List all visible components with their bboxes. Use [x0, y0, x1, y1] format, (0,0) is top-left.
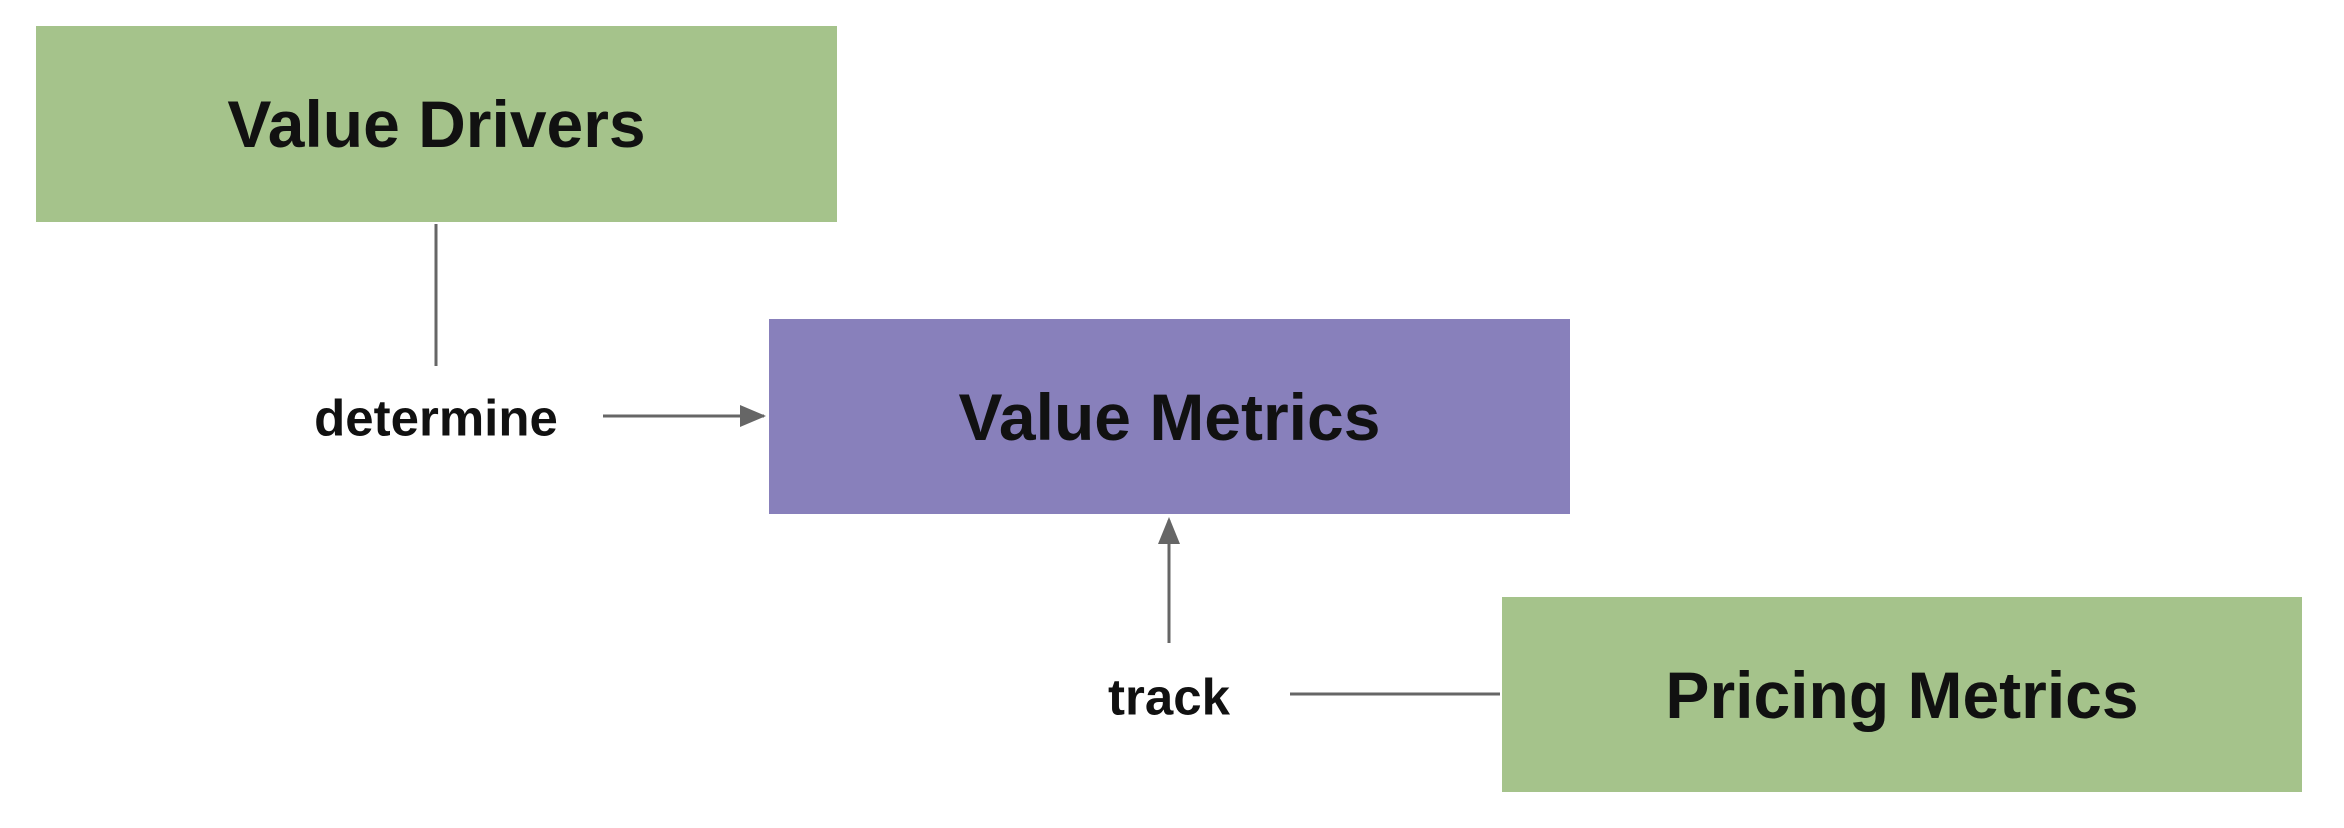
node-value-drivers: Value Drivers — [36, 26, 837, 222]
arrowhead-track — [1158, 517, 1180, 544]
node-pricing-metrics: Pricing Metrics — [1502, 597, 2302, 792]
arrowhead-determine — [740, 405, 766, 427]
node-value-metrics: Value Metrics — [769, 319, 1570, 514]
edge-label-determine: determine — [314, 389, 558, 447]
node-value-metrics-label: Value Metrics — [958, 379, 1381, 454]
edge-label-track: track — [1108, 668, 1230, 726]
node-value-drivers-label: Value Drivers — [227, 87, 646, 161]
node-pricing-metrics-label: Pricing Metrics — [1665, 657, 2139, 732]
